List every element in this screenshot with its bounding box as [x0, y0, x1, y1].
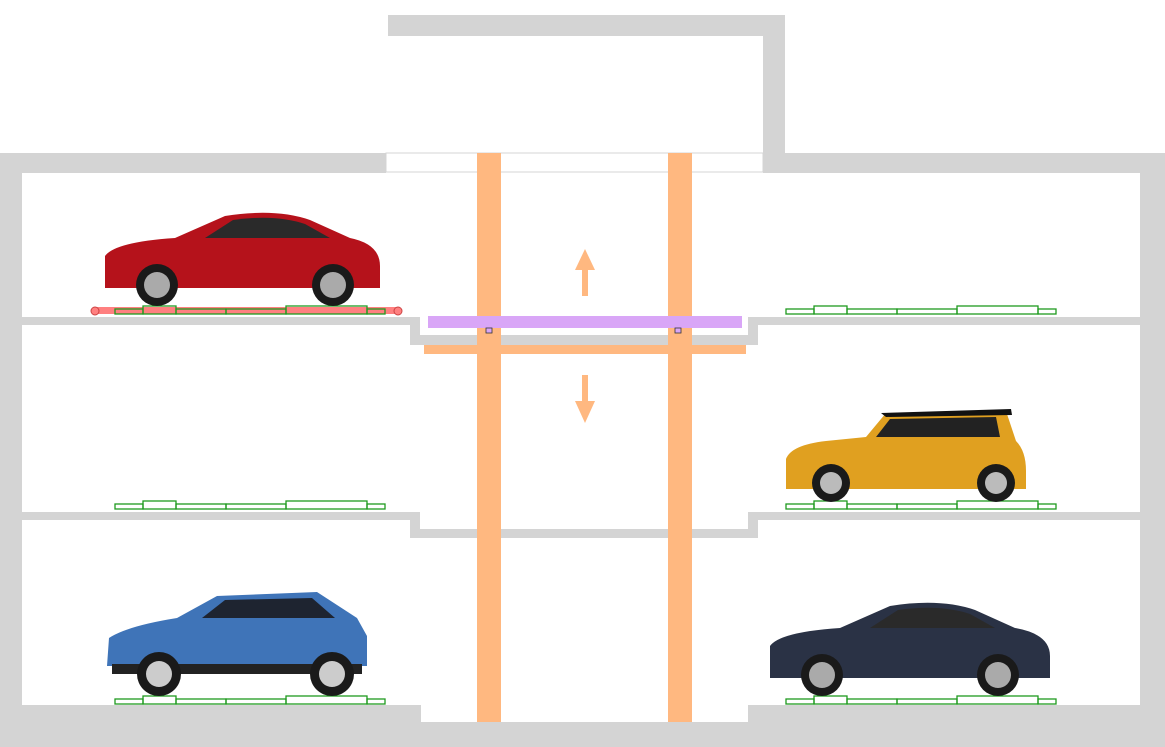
pallet-segment: [896, 698, 958, 705]
pallet-segment: [175, 698, 227, 705]
floor-2-pit-left: [410, 512, 420, 538]
roof-right: [763, 153, 1165, 173]
pallet-segment: [285, 695, 368, 705]
pallet-segment: [366, 308, 386, 315]
pallet-level-3-left: [114, 695, 386, 705]
pallet-segment: [114, 503, 144, 510]
pallet-segment: [785, 308, 815, 315]
car-window: [205, 217, 330, 238]
car-rim: [319, 661, 345, 687]
pallet-segment: [896, 503, 958, 510]
car-rim: [820, 472, 842, 494]
pallet-segment: [785, 503, 815, 510]
pallet-segment: [175, 503, 227, 510]
pallet-segment: [813, 695, 848, 705]
car-level-1-left: [105, 212, 380, 306]
pallet-segment: [846, 308, 898, 315]
floor-2-right: [748, 512, 1140, 520]
floor-1-left: [22, 317, 420, 325]
pallet-segment: [956, 695, 1039, 705]
floor-1-pit: [410, 335, 758, 345]
pit-floor: [421, 722, 748, 747]
floor-2-pit-right: [748, 512, 758, 538]
floor-2-left: [22, 512, 420, 520]
car-rim: [320, 272, 346, 298]
tower-opening-outline: [385, 152, 764, 173]
pallet-segment: [225, 698, 287, 705]
pallet-segment: [285, 500, 368, 510]
lift-beam: [424, 345, 746, 354]
car-rim: [985, 472, 1007, 494]
pallet-level-1-right: [785, 305, 1057, 315]
pallet-segment: [846, 698, 898, 705]
left-wall: [0, 153, 22, 747]
pallet-segment: [813, 305, 848, 315]
pallet-roller: [393, 306, 403, 316]
pallet-segment: [813, 500, 848, 510]
pallet-level-1-left: [90, 305, 403, 316]
lift-column-left: [477, 153, 501, 722]
lift-platform: [428, 316, 742, 328]
car-window: [870, 607, 995, 628]
car-rim: [144, 272, 170, 298]
pallet-segment: [142, 695, 177, 705]
lift-column-right: [668, 153, 692, 722]
car-rim: [809, 662, 835, 688]
pallet-level-2-left: [114, 500, 386, 510]
building-structure: [0, 15, 1165, 747]
floor-1-pit-left: [410, 317, 420, 345]
roof-left: [0, 153, 386, 173]
pallet-segment: [366, 698, 386, 705]
car-level-3-right: [770, 602, 1050, 696]
pallet-level-3-right: [785, 695, 1057, 705]
lift-columns: [424, 153, 746, 722]
pallet-segment: [225, 503, 287, 510]
tower-roof: [388, 15, 785, 36]
pallet-segment: [956, 305, 1039, 315]
pallet-segment: [785, 698, 815, 705]
floor-1-pit-right: [748, 317, 758, 345]
pallet-segment: [1037, 503, 1057, 510]
floor-2-pit: [410, 529, 758, 538]
car-level-3-left: [107, 592, 367, 696]
car-level-2-right: [786, 409, 1026, 502]
active-pallet-bar: [95, 307, 398, 314]
car-roof: [881, 409, 1012, 417]
platform-clamp-right: [674, 327, 682, 334]
pallet-segment: [1037, 308, 1057, 315]
pallet-segment: [896, 308, 958, 315]
car-rim: [146, 661, 172, 687]
arrow-up-icon: [575, 249, 595, 296]
arrow-down-icon: [575, 375, 595, 423]
pallet-segment: [366, 503, 386, 510]
car-cladding: [112, 664, 362, 674]
ground-left: [0, 705, 421, 747]
car-window: [876, 417, 1000, 437]
pallet-segment: [114, 698, 144, 705]
pallet-segment: [1037, 698, 1057, 705]
pallet-roller: [90, 306, 100, 316]
platform-clamp-left: [485, 327, 493, 334]
right-wall: [1140, 153, 1165, 747]
tower-right-wall: [763, 15, 785, 173]
car-window: [202, 598, 335, 618]
pallet-segment: [956, 500, 1039, 510]
ground-right: [748, 705, 1165, 747]
car-rim: [985, 662, 1011, 688]
pallet-segment: [142, 500, 177, 510]
pallet-level-2-right: [785, 500, 1057, 510]
floor-1-right: [748, 317, 1140, 325]
pallet-segment: [846, 503, 898, 510]
